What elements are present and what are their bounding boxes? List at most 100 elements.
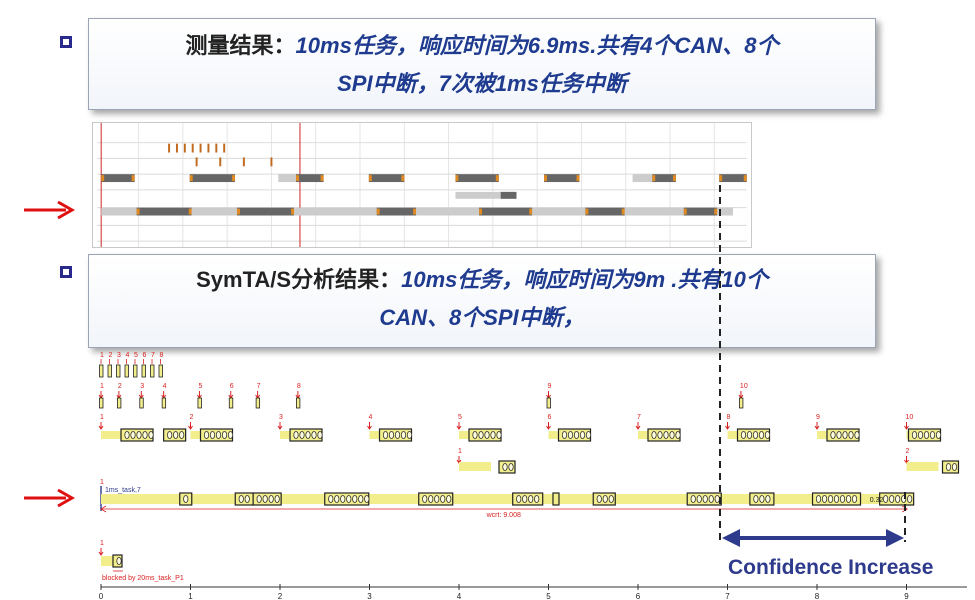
activation-label: 5 <box>458 414 462 421</box>
pending-bar <box>101 431 121 439</box>
spi-block <box>546 397 551 409</box>
block-slot <box>352 495 358 503</box>
spi-block <box>739 397 744 409</box>
can-block <box>150 364 155 378</box>
trace-bar <box>683 207 718 216</box>
block-slot <box>472 431 478 439</box>
red-arrow-icon <box>24 488 76 508</box>
pending-bar <box>906 462 939 471</box>
activation-label: 6 <box>143 352 147 359</box>
block-slot <box>696 495 702 503</box>
block-slot <box>923 431 930 439</box>
trace-bar <box>532 207 586 216</box>
trace-bar <box>101 174 135 183</box>
block-slot <box>579 431 586 439</box>
task-execution-block <box>289 428 323 442</box>
trace-tick <box>683 208 687 215</box>
callout2-line-1: SymTA/S分析结果：10ms任务，响应时间为9m .共有10个 <box>89 261 875 299</box>
trace-spike <box>219 157 222 167</box>
measured-trace-chart <box>92 122 752 248</box>
task-execution-block <box>736 428 771 442</box>
trace-bar <box>416 207 480 216</box>
block-slot <box>328 495 334 503</box>
block-slot <box>951 463 958 471</box>
block-slot <box>764 431 771 439</box>
block-slot <box>293 431 299 439</box>
block-slot <box>651 431 657 439</box>
trace-bar <box>544 174 580 183</box>
activation-label: 8 <box>297 383 301 390</box>
activation-label: 2 <box>906 448 910 455</box>
symtas-detail: 10ms任务，响应时间为9m .共有10个 <box>401 267 768 292</box>
trace-tick <box>401 175 405 182</box>
block-slot <box>446 495 452 503</box>
can-block <box>158 364 163 378</box>
activation-label: 4 <box>369 414 373 421</box>
trace-tick <box>232 175 236 182</box>
block-slot <box>851 495 858 503</box>
block-slot <box>585 431 592 439</box>
activation-label: 5 <box>134 352 138 359</box>
block-slot <box>394 431 401 439</box>
axis-tick-label: 7 <box>725 592 730 600</box>
block-slot <box>484 431 490 439</box>
trace-tick <box>495 175 499 182</box>
trace-tick <box>136 208 140 215</box>
block-slot <box>299 431 305 439</box>
trace-spike <box>191 143 194 153</box>
task-execution-block <box>418 492 454 506</box>
callout-line-1: 测量结果：10ms任务，响应时间为6.9ms.共有4个CAN、8个 <box>89 27 875 65</box>
task-execution-block <box>199 428 234 442</box>
block-slot <box>827 495 834 503</box>
block-slot <box>358 495 364 503</box>
block-slot <box>382 431 389 439</box>
activation-label: 2 <box>118 383 122 390</box>
block-slot <box>388 431 395 439</box>
block-slot <box>848 431 854 439</box>
activation-arrowhead <box>904 425 909 430</box>
task-execution-block <box>512 492 544 506</box>
trace-tick <box>236 208 240 215</box>
trace-spike <box>207 143 210 153</box>
activation-arrowhead <box>814 425 820 430</box>
block-slot <box>502 463 508 471</box>
block-slot <box>907 495 913 503</box>
activation-label: 8 <box>160 352 164 359</box>
pending-bar <box>459 462 491 471</box>
can-block <box>133 364 138 378</box>
block-slot <box>116 557 122 565</box>
trace-tick <box>320 175 324 182</box>
symtas-name: SymTA/S <box>196 267 292 292</box>
red-arrow-icon <box>24 200 76 220</box>
activation-arrowhead <box>277 425 283 430</box>
activation-label: 10 <box>740 383 748 390</box>
symtas-label: 分析结果： <box>291 267 402 292</box>
trace-bar <box>624 207 684 216</box>
trace-tick <box>189 175 193 182</box>
activation-label: 5 <box>198 383 202 390</box>
axis-tick-label: 9 <box>904 592 909 600</box>
block-slot <box>183 495 189 503</box>
block-slot <box>839 495 846 503</box>
block-slot <box>167 431 173 439</box>
block-slot <box>400 431 407 439</box>
trace-bar <box>719 174 747 183</box>
block-slot <box>522 495 528 503</box>
trace-tick <box>585 208 589 215</box>
block-slot <box>209 431 216 439</box>
activation-label: 10 <box>906 414 914 421</box>
trace-tick <box>479 208 483 215</box>
trace-bar <box>136 207 192 216</box>
block-slot <box>203 431 210 439</box>
task-execution-block <box>826 428 860 442</box>
block-slot <box>602 495 608 503</box>
block-slot <box>752 431 759 439</box>
block-slot <box>534 495 540 503</box>
block-slot <box>702 495 708 503</box>
activation-label: 2 <box>109 352 113 359</box>
block-slot <box>929 431 936 439</box>
activation-label: 3 <box>117 352 121 359</box>
block-slot <box>136 431 142 439</box>
block-slot <box>440 495 446 503</box>
activation-arrowhead <box>725 425 730 430</box>
